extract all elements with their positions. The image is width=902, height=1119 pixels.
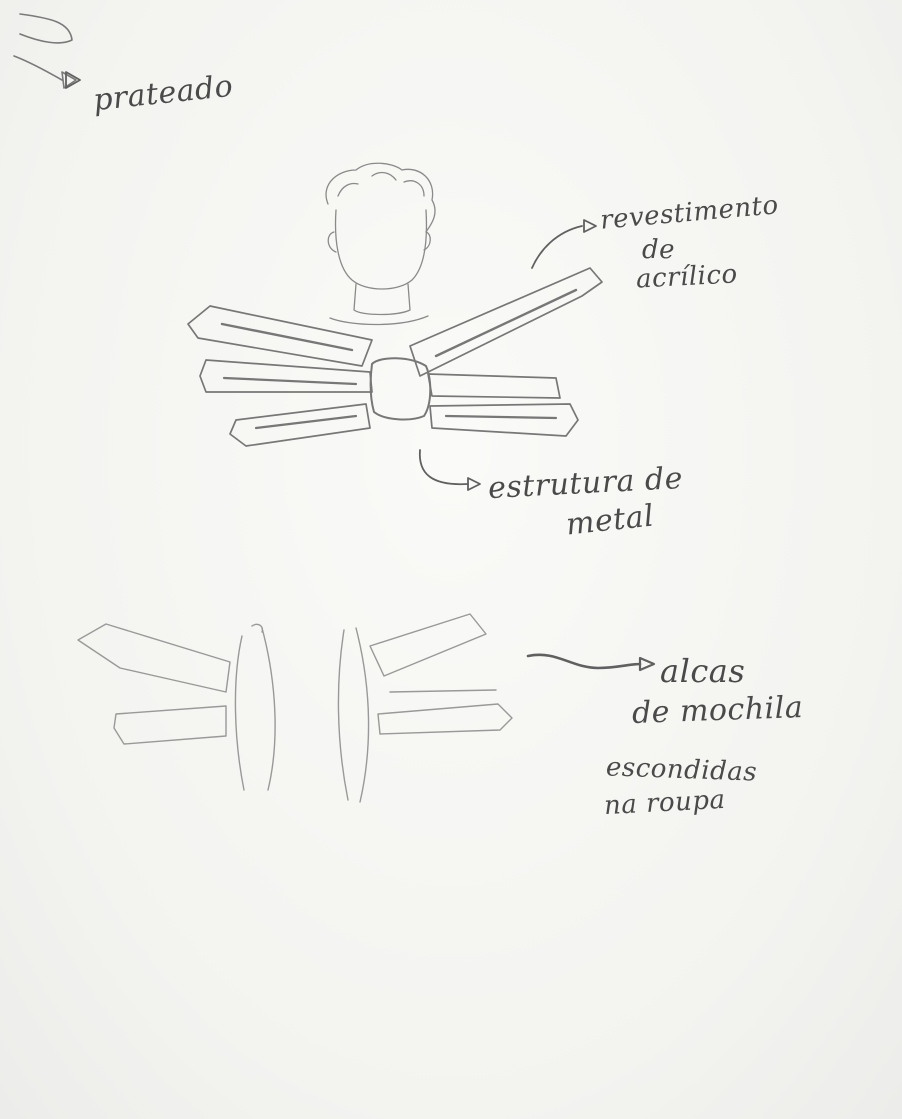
annotation-alcas-line-2: de mochila	[632, 694, 804, 728]
head-sketch	[326, 163, 435, 324]
annotation-estrutura-line-2: metal	[565, 502, 656, 539]
wings-sketch-top	[188, 268, 602, 446]
wings-sketch-bottom	[78, 614, 512, 802]
annotation-escondidas-line-1: escondidas	[606, 753, 758, 786]
annotation-revestimento-line-3: acrílico	[635, 260, 738, 293]
annotation-escondidas-line-2: na roupa	[603, 786, 726, 820]
annotation-estrutura-line-1: estrutura de	[487, 465, 683, 503]
annotation-alcas-line-1: alcas	[660, 657, 745, 685]
annotation-revestimento-line-2: de	[642, 236, 675, 264]
